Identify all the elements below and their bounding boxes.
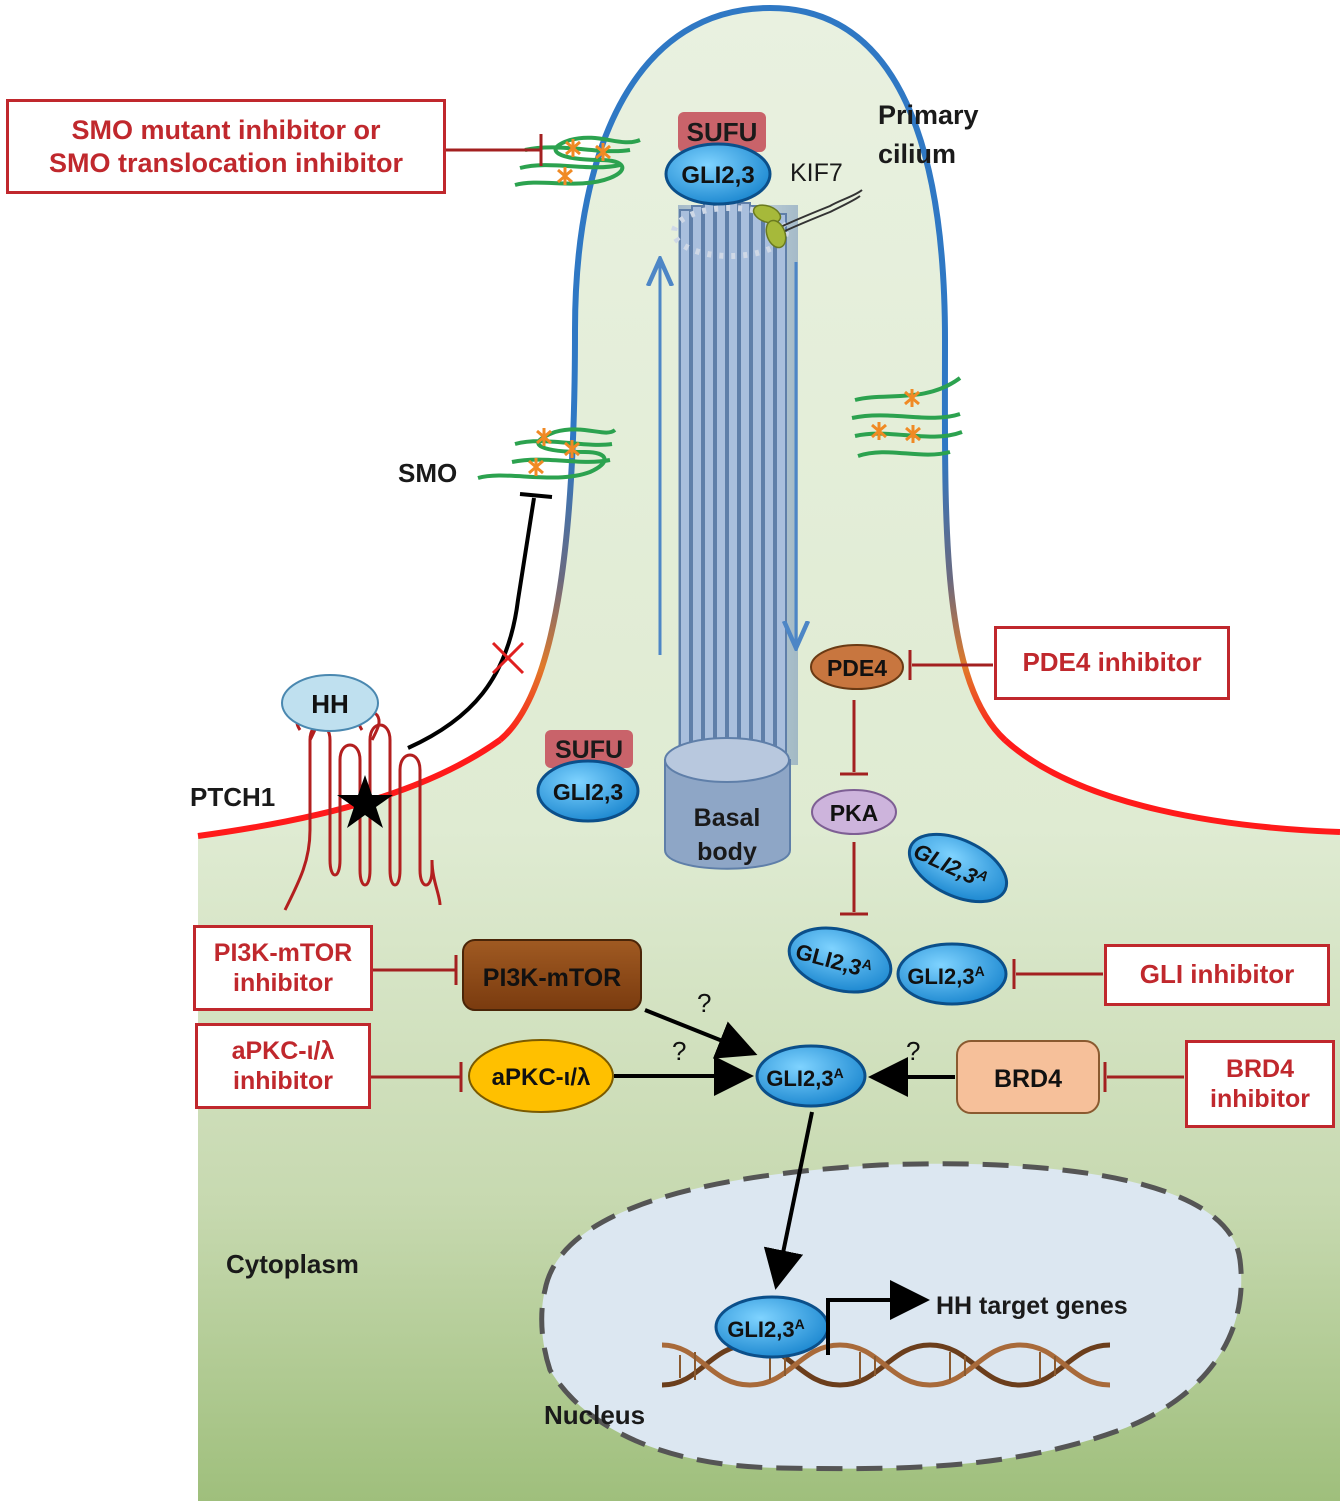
- kif7-label: KIF7: [790, 159, 843, 187]
- sufu-gli-complex-top: SUFU GLI2,3: [664, 112, 772, 206]
- smo-left: [477, 427, 617, 480]
- gli23a-hub-main: GLI2,3: [766, 1066, 833, 1091]
- gli23a-hub-sup: A: [834, 1065, 844, 1081]
- cytoplasm-label: Cytoplasm: [226, 1249, 359, 1279]
- smo-right-stars: [871, 389, 921, 443]
- smo-left-stars: [528, 428, 580, 476]
- gli23a-right: GLI2,3A: [896, 942, 1008, 1006]
- svg-text:GLI2,3A: GLI2,3A: [907, 963, 984, 989]
- basal-body-label-1: Basal: [694, 804, 761, 832]
- pi3k-inhibitor-line2: inhibitor: [233, 969, 333, 997]
- apkc-inhibitor-line1: aPKC-ι/λ: [231, 1037, 335, 1065]
- question-apkc: ?: [672, 1036, 686, 1066]
- ptch1-smo-inhibition: [407, 497, 536, 750]
- nucleus-label: Nucleus: [544, 1400, 645, 1430]
- hh-target-genes-label: HH target genes: [936, 1292, 1128, 1320]
- question-brd4: ?: [906, 1036, 920, 1066]
- pde4-label: PDE4: [827, 655, 887, 681]
- pi3k-inhibitor-box: PI3K-mTOR inhibitor: [193, 925, 373, 1011]
- brd4-inhibitor-line2: inhibitor: [1210, 1085, 1310, 1113]
- transcription-arrow: [826, 1280, 930, 1355]
- gli23a-center: GLI2,3A: [787, 926, 893, 994]
- sufu-top-box: [678, 112, 766, 152]
- smo-top: [514, 135, 641, 187]
- pka-label: PKA: [830, 800, 879, 826]
- pde4-inhibitor-box: PDE4 inhibitor: [994, 626, 1230, 700]
- pi3k-inhibitor-line1: PI3K-mTOR: [213, 939, 353, 967]
- smo-label: SMO: [398, 458, 457, 488]
- ptch1-mutation-star: [337, 775, 393, 828]
- sufu-gli-complex-cytoplasm: SUFU GLI2,3: [536, 730, 640, 823]
- sufu-top-label: SUFU: [687, 117, 758, 147]
- axoneme: [671, 201, 798, 771]
- brd4-inhibitor-line1: BRD4: [1225, 1055, 1295, 1083]
- gli-inhibitor-label: GLI inhibitor: [1139, 959, 1295, 990]
- svg-text:GLI2,3A: GLI2,3A: [766, 1065, 843, 1091]
- gli23a-right-main: GLI2,3: [907, 964, 974, 989]
- block-cross: [491, 641, 525, 675]
- apkc-label: aPKC-ι/λ: [492, 1064, 591, 1091]
- gli23a-center-sup: A: [860, 955, 874, 973]
- basal-body-label-2: body: [697, 838, 757, 866]
- gli23-cyto-label: GLI2,3: [553, 779, 623, 805]
- basal-body: Basal body: [664, 737, 791, 870]
- gli23a-right-sup: A: [975, 963, 985, 979]
- pka-node: [811, 789, 897, 835]
- kif7: KIF7: [752, 159, 863, 249]
- ptch1-label: PTCH1: [190, 782, 275, 812]
- sufu-cyto-label: SUFU: [555, 736, 623, 764]
- brd4-inhibitor-box: BRD4 inhibitor: [1185, 1040, 1335, 1128]
- inhibitor-connectors: [370, 134, 1184, 1092]
- ptch1-smo-tbar: [519, 492, 553, 499]
- cilium-membrane: [498, 4, 1008, 743]
- gli23a-nucleus: GLI2,3A: [714, 1295, 830, 1359]
- nucleus: [539, 1161, 1244, 1472]
- hh-label: HH: [311, 689, 349, 719]
- pde4-node: [810, 644, 904, 690]
- smo-inhibitor-line2: SMO translocation inhibitor: [48, 147, 403, 178]
- brd4-label: BRD4: [994, 1065, 1062, 1093]
- pi3k-mtor-node: [462, 939, 642, 1011]
- plasma-membrane-right: [1002, 737, 1340, 835]
- pde4-inhibitor-label: PDE4 inhibitor: [1022, 647, 1202, 678]
- gli23-top-label: GLI2,3: [681, 162, 754, 189]
- smo-top-stars: [557, 139, 611, 185]
- apkc-node: [468, 1039, 614, 1113]
- smo-inhibitor-box: SMO mutant inhibitor or SMO translocatio…: [6, 99, 446, 194]
- gli23a-tilted: GLI2,3A: [907, 832, 1009, 904]
- primary-cilium-label-1: Primary: [878, 100, 979, 130]
- primary-cilium-label-2: cilium: [878, 139, 956, 169]
- gli-to-nucleus-arrow: [763, 1111, 814, 1290]
- apkc-inhibitor-line2: inhibitor: [233, 1067, 333, 1095]
- apkc-inhibitor-box: aPKC-ι/λ inhibitor: [195, 1023, 371, 1109]
- smo-inhibitor-line1: SMO mutant inhibitor or: [71, 115, 381, 146]
- gli23-top: [664, 142, 772, 206]
- gli23a-nucleus-sup: A: [795, 1316, 805, 1332]
- gli-inhibitor-box: GLI inhibitor: [1104, 944, 1330, 1006]
- svg-text:GLI2,3A: GLI2,3A: [727, 1316, 804, 1342]
- sufu-cyto-box: [545, 730, 633, 768]
- brd4-node: [956, 1040, 1100, 1114]
- question-pi3k: ?: [697, 988, 711, 1018]
- pi3k-to-gli-arrow: [644, 1008, 758, 1059]
- pi3k-mtor-label: PI3K-mTOR: [483, 964, 621, 992]
- hh-ligand: [281, 674, 379, 732]
- gli23a-hub: GLI2,3A: [755, 1044, 867, 1108]
- gli23-cyto: [536, 759, 640, 823]
- smo-right: [851, 376, 963, 458]
- gli23a-nucleus-main: GLI2,3: [727, 1317, 794, 1342]
